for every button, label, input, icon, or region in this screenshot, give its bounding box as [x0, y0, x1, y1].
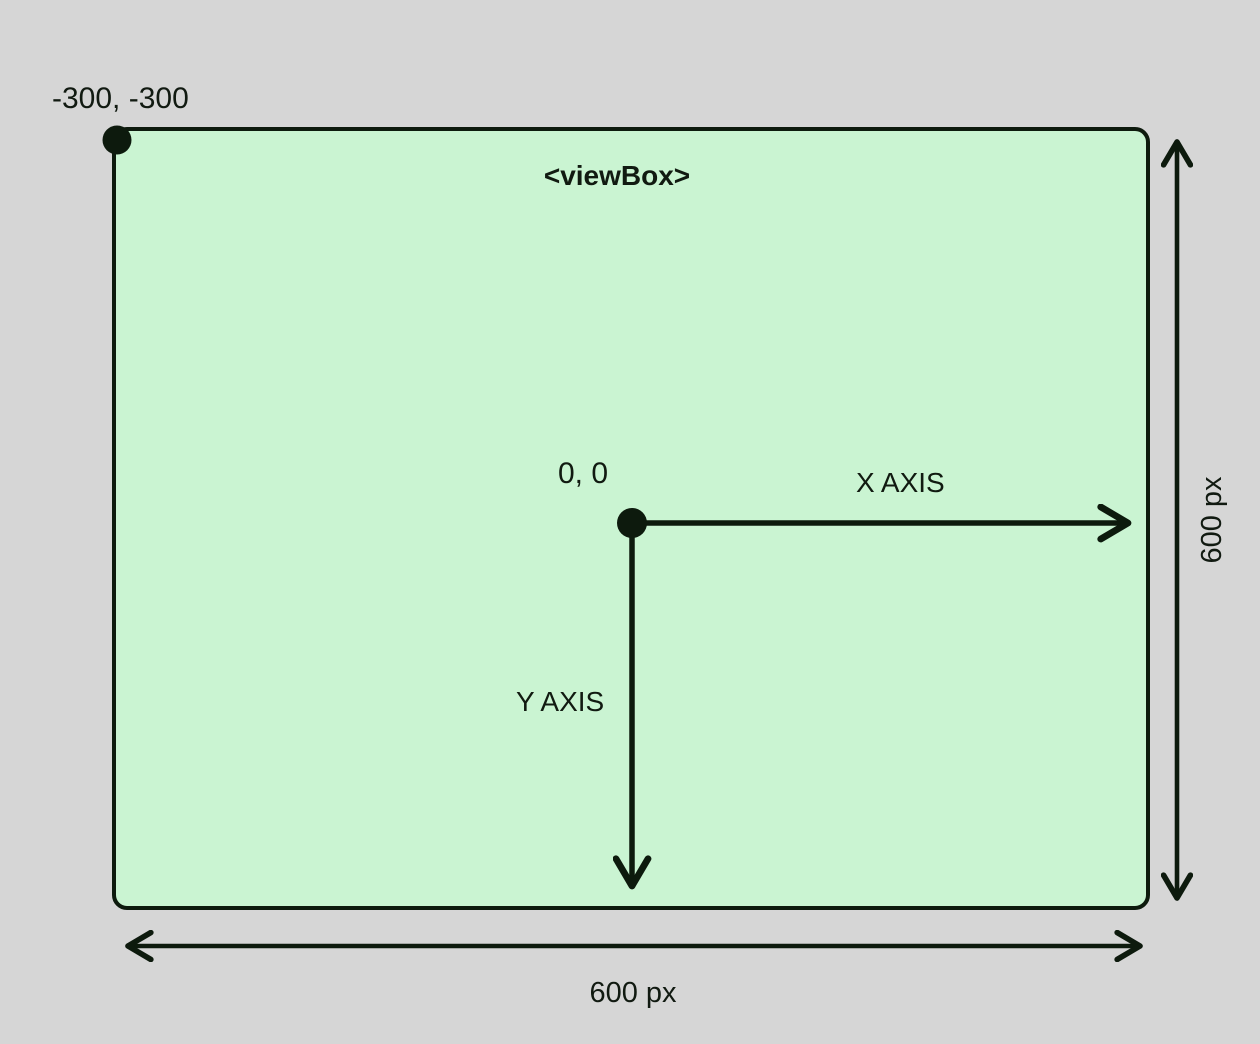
height-dimension-label: 600 px: [1196, 476, 1228, 564]
x-axis-label: X AXIS: [856, 467, 945, 498]
origin-coordinate-label: 0, 0: [558, 457, 608, 490]
width-dimension-label: 600 px: [589, 977, 677, 1009]
viewbox-title: <viewBox>: [544, 160, 690, 191]
corner-coordinate-label: -300, -300: [52, 82, 189, 115]
y-axis-label: Y AXIS: [516, 686, 604, 717]
corner-point-dot: [102, 125, 132, 155]
origin-point-dot: [617, 508, 647, 538]
